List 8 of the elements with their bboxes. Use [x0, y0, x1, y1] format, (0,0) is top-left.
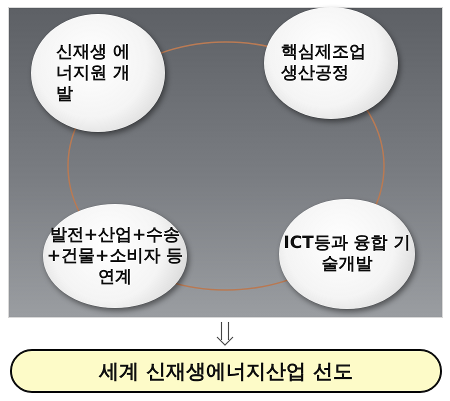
topic-text: 발전+산업+수송 +건물+소비자 등 연계: [46, 224, 184, 288]
topic-text: 신재생 에너지원 개발: [56, 42, 131, 104]
topic-text: 핵심제조업 생산공정: [281, 42, 367, 84]
goal-banner: [10, 349, 442, 393]
panel-background: [8, 7, 443, 318]
double-arrow: [216, 321, 234, 346]
banner-text: 세계 신재생에너지산업 선도: [99, 358, 353, 384]
topic-text: ICT등과 융합 기술개발: [283, 233, 411, 275]
